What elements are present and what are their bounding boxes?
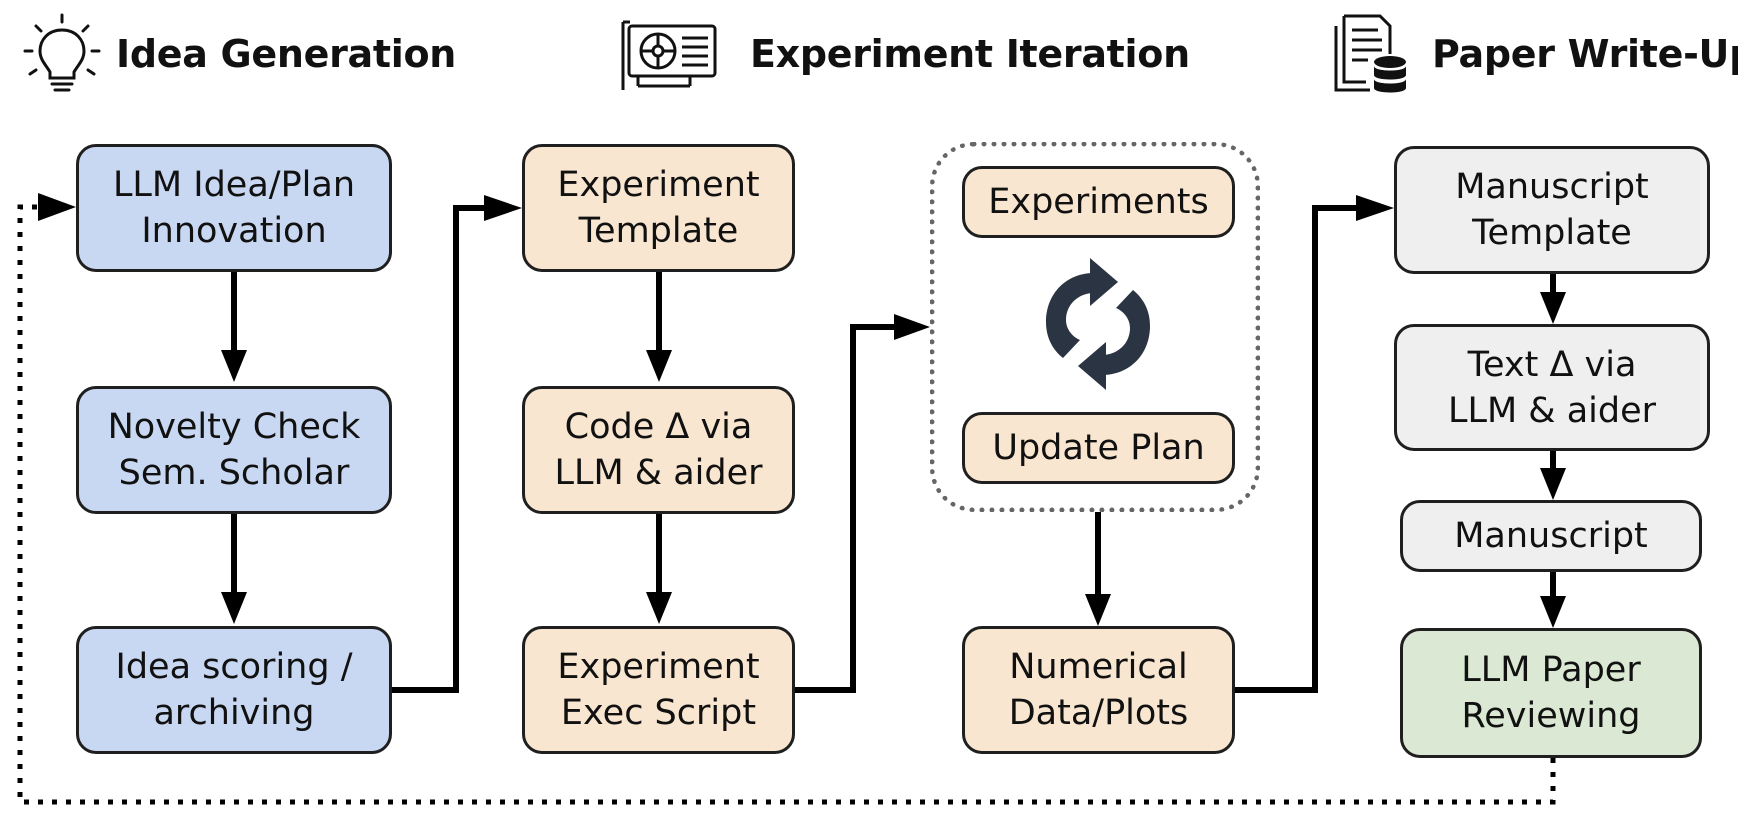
box-manuscript-template: Manuscript Template [1394, 146, 1710, 274]
box-llm-paper-reviewing: LLM Paper Reviewing [1400, 628, 1702, 758]
refresh-cycle-icon [1046, 258, 1150, 390]
arrow-template-to-code [646, 272, 672, 382]
header-idea-generation: Idea Generation [116, 32, 457, 76]
arrow-code-to-exec [646, 514, 672, 624]
connector-scoring-to-template [392, 205, 488, 693]
arrowhead-to-template [484, 195, 522, 221]
arrowhead-to-loop [894, 314, 930, 340]
header-paper-write-up: Paper Write-Up [1432, 32, 1738, 76]
gpu-card-icon [621, 20, 717, 90]
box-experiments: Experiments [962, 166, 1235, 238]
arrow-mtemplate-to-textdelta [1540, 274, 1566, 324]
box-novelty-check: Novelty Check Sem. Scholar [76, 386, 392, 514]
box-text-delta: Text Δ via LLM & aider [1394, 324, 1710, 451]
box-llm-idea-plan: LLM Idea/Plan Innovation [76, 144, 392, 272]
box-experiment-exec-script: Experiment Exec Script [522, 626, 795, 754]
arrow-loop-to-numerical [1085, 512, 1111, 626]
arrow-idea-to-novelty [221, 272, 247, 382]
box-idea-scoring: Idea scoring / archiving [76, 626, 392, 754]
box-update-plan: Update Plan [962, 412, 1235, 484]
experiment-loop-container [930, 142, 1260, 512]
connector-exec-to-loop [795, 324, 898, 693]
arrow-manuscript-to-review [1540, 572, 1566, 628]
box-experiment-template: Experiment Template [522, 144, 795, 272]
arrowhead-to-manuscript-template [1356, 195, 1394, 221]
document-database-icon [1334, 14, 1406, 93]
box-numerical-data-plots: Numerical Data/Plots [962, 626, 1235, 754]
connector-numerical-to-manuscript [1235, 205, 1360, 693]
box-code-delta: Code Δ via LLM & aider [522, 386, 795, 514]
arrow-textdelta-to-manuscript [1540, 451, 1566, 500]
arrow-novelty-to-scoring [221, 514, 247, 624]
feedback-dotted-line [17, 204, 1556, 805]
feedback-arrowhead [38, 193, 76, 221]
lightbulb-icon [23, 13, 101, 92]
box-manuscript: Manuscript [1400, 500, 1702, 572]
header-experiment-iteration: Experiment Iteration [750, 32, 1190, 76]
